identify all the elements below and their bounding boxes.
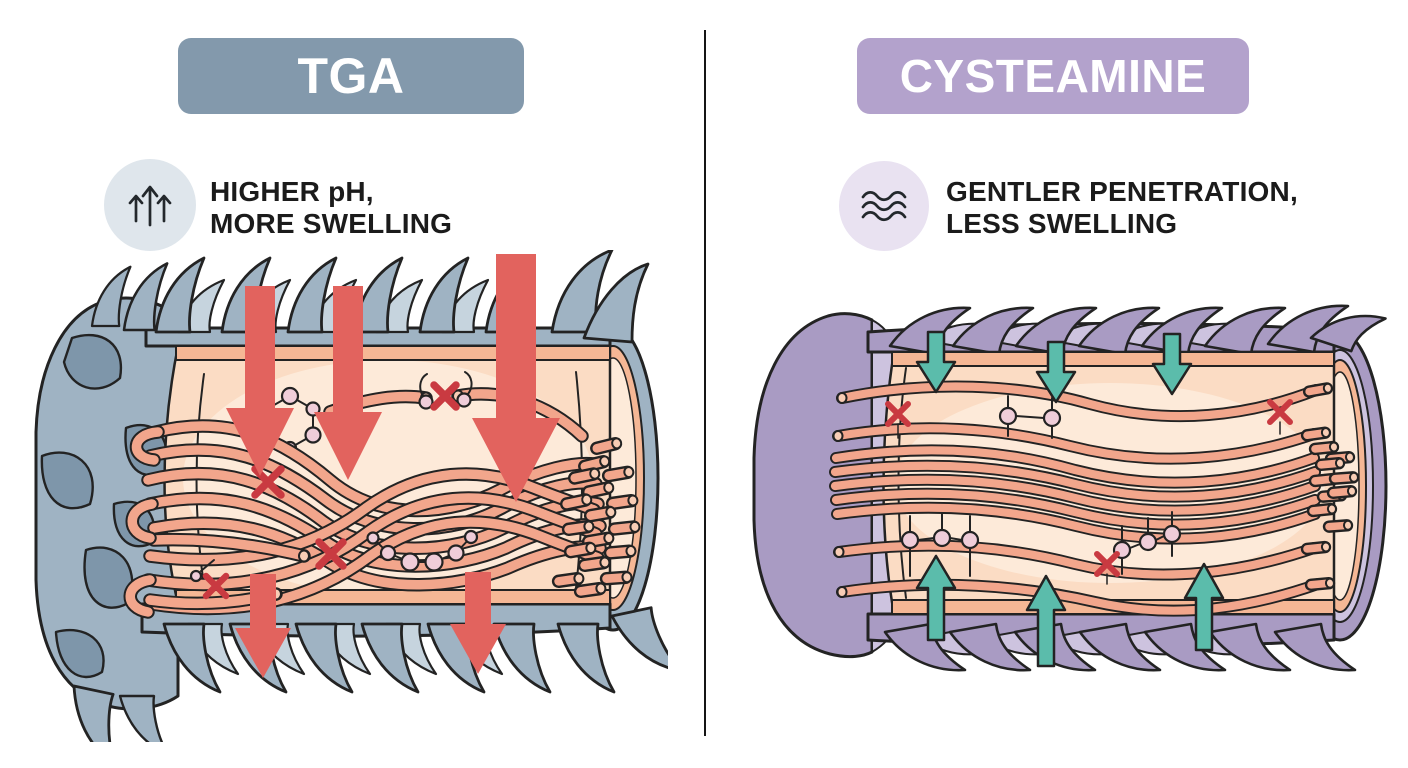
tga-caption: HIGHER pH, MORE SWELLING: [210, 176, 452, 240]
tga-header: TGA: [178, 38, 524, 114]
broken-bond-x-marks: [202, 381, 460, 600]
panel-divider: [704, 30, 706, 736]
tga-caption-line2: MORE SWELLING: [210, 208, 453, 239]
tga-hair-illustration: [34, 250, 668, 742]
tga-caption-line1: HIGHER pH,: [210, 176, 374, 207]
cysteamine-caption-line1: GENTLER PENETRATION,: [946, 176, 1298, 207]
fiber-tube-ends: [551, 437, 641, 599]
cuticle-scales-bottom: [866, 612, 1357, 672]
cysteamine-hair-illustration: [752, 304, 1388, 672]
fiber-tube-ends: [1300, 382, 1360, 591]
molecule-chains: [189, 371, 479, 583]
rising-arrows-icon: [104, 159, 196, 251]
cysteamine-header: CYSTEAMINE: [857, 38, 1249, 114]
intact-bond-groups: [900, 395, 1182, 577]
cysteamine-caption-line2: LESS SWELLING: [946, 208, 1178, 239]
penetration-arrows-strong: [226, 254, 560, 678]
penetration-arrows-gentle: [915, 330, 1225, 668]
gentle-waves-glyph: [861, 191, 907, 222]
broken-bond-x-marks: [885, 399, 1293, 585]
gentle-waves-icon: [839, 161, 929, 251]
cysteamine-caption: GENTLER PENETRATION, LESS SWELLING: [946, 176, 1298, 240]
rising-arrows-glyph: [128, 185, 172, 227]
cortex-fibers: [829, 380, 1324, 617]
cuticle-scales-top: [90, 250, 650, 348]
cuticle-scales-top: [866, 304, 1387, 356]
